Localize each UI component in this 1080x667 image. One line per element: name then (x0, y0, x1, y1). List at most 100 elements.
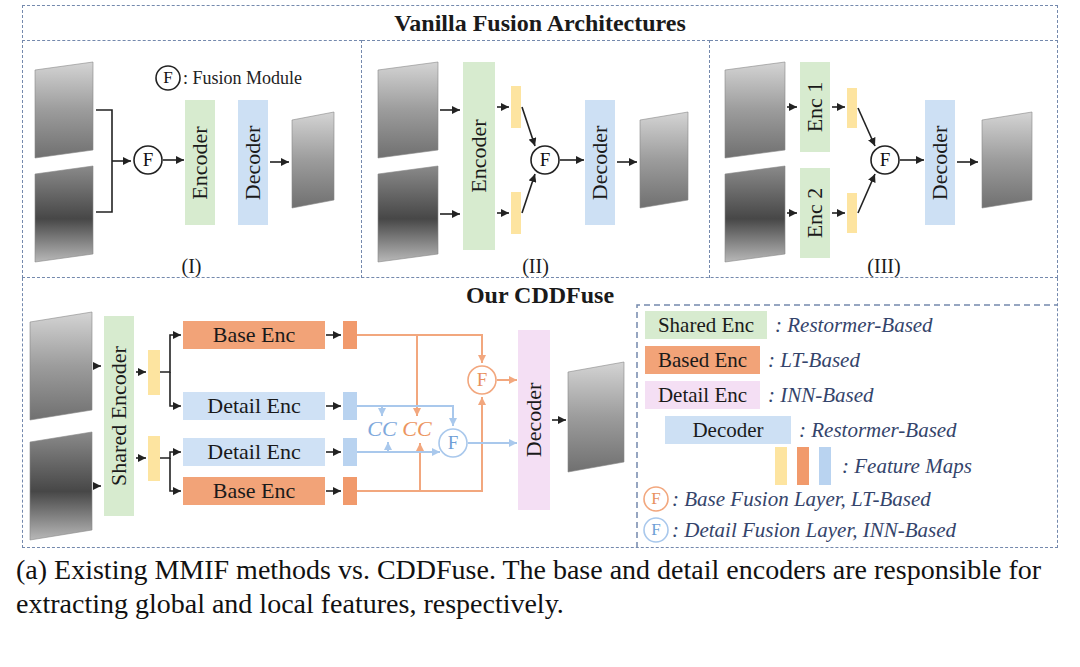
feature-map (511, 192, 521, 234)
detail-fusion-circle: F (438, 428, 468, 458)
wire (440, 213, 460, 215)
base-wire (357, 397, 482, 491)
node-label: Encoder (467, 119, 491, 192)
node-label: Enc 1 (803, 82, 827, 133)
wire (160, 452, 181, 458)
decoder-box: Decoder (518, 330, 550, 510)
node-label: Base Enc (213, 478, 295, 504)
wire (522, 107, 535, 146)
legend-feature-map (797, 447, 809, 485)
wire (136, 371, 146, 373)
connector (900, 159, 924, 161)
fusion-letter-holder: F (651, 490, 660, 508)
connector (163, 159, 184, 161)
connector (468, 442, 517, 444)
encoder-box: Enc 1 (800, 62, 830, 152)
feature-map (343, 321, 357, 349)
feature-map (847, 88, 857, 128)
wire (326, 490, 341, 492)
node-label: F (143, 150, 154, 170)
base-wire (357, 335, 482, 363)
legend-swatch: Detail Enc (645, 381, 760, 409)
node-label: F (880, 150, 891, 170)
panel-label: (III) (867, 255, 900, 277)
infrared-image (35, 166, 93, 262)
wire (270, 161, 289, 163)
correlation-label: CC (402, 418, 431, 440)
legend-sample-label: Shared Enc (658, 312, 754, 338)
architecture-panel: (III) Enc 1 Enc 2 F Decoder (710, 40, 1058, 278)
legend-text: : Restormer-Based (775, 313, 933, 337)
wire (787, 106, 797, 108)
encoder-box: Enc 2 (800, 168, 830, 258)
wire (522, 174, 535, 213)
wire (326, 451, 341, 453)
input-bracket (96, 110, 112, 212)
wire (112, 160, 131, 162)
legend-sample-label: Decoder (692, 417, 763, 443)
wire (326, 405, 341, 407)
wire (326, 334, 341, 336)
legend-text-holder: : Fusion Module (183, 66, 302, 90)
legend-text-holder: : LT-Based (768, 348, 860, 372)
fusion-ring (468, 366, 496, 394)
wire (832, 212, 845, 214)
visible-image (30, 312, 92, 420)
feature-map (343, 477, 357, 505)
wire (93, 485, 101, 487)
wire (957, 161, 978, 163)
node-label: Enc 2 (803, 188, 827, 239)
fusion-letter-holder: F (651, 521, 660, 539)
legend-text: : Restormer-Based (799, 418, 957, 442)
node-label: Encoder (188, 126, 212, 199)
detail-encoder-box: Detail Enc (183, 438, 325, 466)
legend-feature-map (775, 447, 787, 485)
fusion-circle: F (870, 145, 900, 175)
fusion-letter: F (651, 521, 660, 539)
legend-text: : INN-Based (768, 383, 874, 407)
fusion-ring (871, 146, 899, 174)
node-label: Detail Enc (207, 439, 300, 465)
section-title: Vanilla Fusion Architectures (23, 9, 1057, 37)
panel-label: (I) (182, 255, 202, 277)
fusion-ring (531, 146, 559, 174)
legend-text: : LT-Based (768, 348, 860, 372)
node-label: F (477, 370, 488, 390)
infrared-image (725, 166, 785, 262)
feature-map (511, 86, 521, 128)
feature-map (847, 193, 857, 233)
fused-image (640, 112, 688, 208)
node-label: Decoder (928, 125, 952, 200)
legend-frame (637, 305, 1058, 548)
node-label: Decoder (588, 125, 612, 200)
caption-holder: (a) Existing MMIF methods vs. CDDFuse. T… (16, 553, 1064, 621)
correlation-label-holder: CC (402, 418, 431, 440)
legend-text-holder: : Restormer-Based (799, 418, 957, 442)
base-encoder-box: Base Enc (183, 321, 325, 349)
wire (617, 161, 637, 163)
wire (497, 212, 509, 214)
wire (832, 106, 845, 108)
wire (136, 457, 146, 459)
legend-text-holder: : Feature Maps (842, 454, 972, 478)
detail-fusion-symbol (644, 518, 668, 542)
wire (552, 419, 566, 421)
visible-image (35, 62, 93, 158)
legend-swatch: Decoder (665, 416, 791, 444)
feature-map (343, 438, 357, 466)
fusion-circle: F (133, 145, 163, 175)
visible-image (378, 62, 438, 158)
legend-text-holder: : Restormer-Based (775, 313, 933, 337)
node-label: F (540, 150, 551, 170)
feature-map (343, 392, 357, 420)
legend-swatch: Shared Enc (645, 311, 767, 339)
legend-text: : Fusion Module (183, 66, 302, 90)
decoder-box: Decoder (925, 100, 955, 225)
encoder-box: Encoder (463, 62, 495, 250)
wire (440, 109, 460, 111)
connector (497, 379, 517, 381)
detail-wire (357, 451, 440, 453)
node-label: Shared Encoder (107, 346, 131, 486)
legend-swatch: Based Enc (645, 346, 760, 374)
